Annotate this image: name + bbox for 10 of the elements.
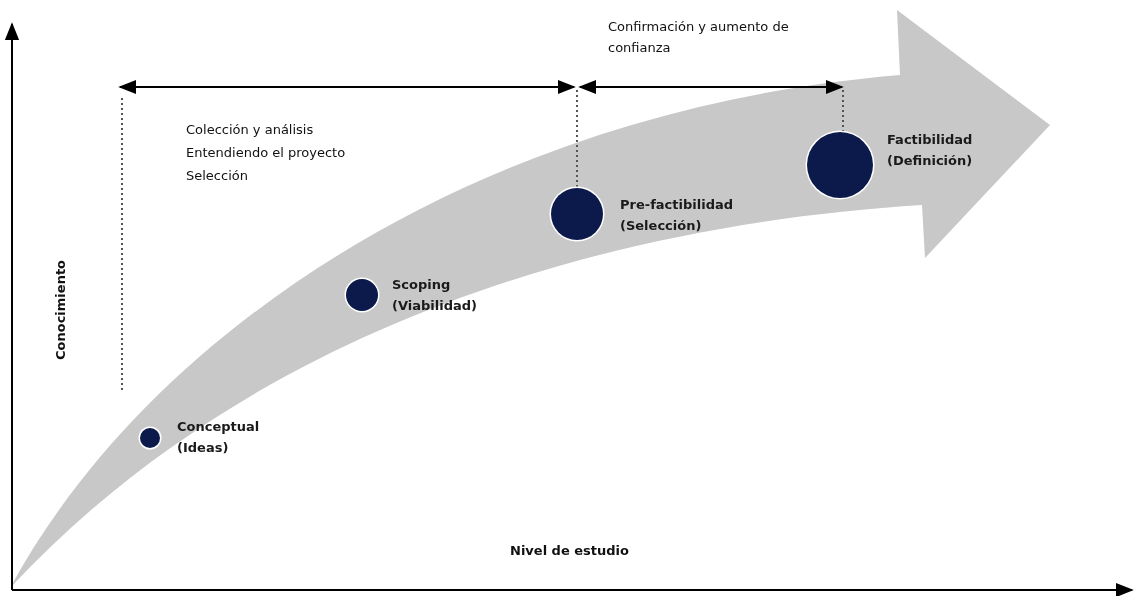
- range-label: Selección: [186, 167, 248, 185]
- stage-label: Pre-factibilidad (Selección): [620, 196, 734, 235]
- axis-label: Conocimiento: [52, 259, 69, 360]
- stage-label: Factibilidad (Definición): [887, 131, 974, 170]
- stage-label: Scoping (Viabilidad): [392, 276, 478, 315]
- range-label: Colección y análisis: [186, 121, 314, 139]
- axis-label: Nivel de estudio: [510, 542, 629, 560]
- range-label: Entendiendo el proyecto: [186, 144, 346, 162]
- stage-label: Conceptual (Ideas): [177, 418, 261, 457]
- range-label: Confirmación y aumento de confianza: [608, 18, 790, 57]
